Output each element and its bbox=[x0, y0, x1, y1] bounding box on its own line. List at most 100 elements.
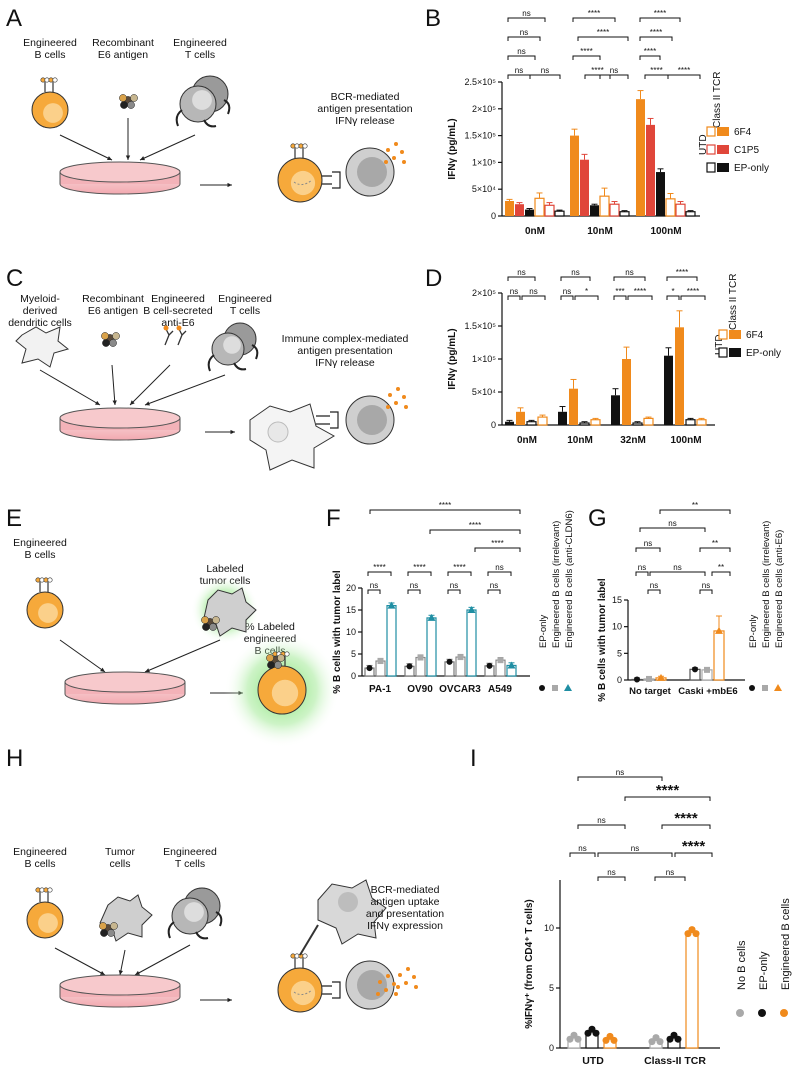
point-i bbox=[574, 1035, 582, 1043]
flow-arrow-head bbox=[227, 997, 232, 1003]
bar-d-3-2 bbox=[685, 419, 696, 426]
sig-bracket bbox=[661, 824, 711, 829]
ifng-dot bbox=[392, 156, 396, 160]
sig-bracket bbox=[572, 55, 601, 60]
sig-label: ns bbox=[638, 563, 646, 572]
x-tick-label: 32nM bbox=[620, 435, 646, 446]
point-g bbox=[646, 675, 652, 682]
flow-arrow bbox=[39, 369, 101, 406]
t-cell-bound-nucleus bbox=[357, 157, 387, 187]
antigen-blob bbox=[112, 332, 120, 340]
sig-bracket bbox=[407, 571, 432, 576]
bar-b-0-5 bbox=[554, 210, 565, 217]
sig-bracket bbox=[627, 295, 653, 300]
y-tick-label: 10 bbox=[346, 627, 356, 637]
sig-label: ns bbox=[616, 768, 624, 777]
ifng-dot bbox=[384, 160, 388, 164]
bar-b-0-1 bbox=[515, 204, 524, 216]
flow-arrow-head bbox=[112, 400, 117, 405]
flow-arrow bbox=[54, 947, 106, 976]
sig-bracket bbox=[521, 295, 546, 300]
sig-label: ns bbox=[578, 844, 586, 853]
sig-label: ns bbox=[607, 868, 615, 877]
legend-d-6f4-swatch bbox=[729, 330, 741, 339]
point-f bbox=[406, 663, 413, 670]
bcr-arm bbox=[52, 77, 58, 83]
bar-g-1-2 bbox=[713, 630, 725, 681]
bar-b-2-4 bbox=[675, 203, 686, 217]
sig-bracket bbox=[429, 529, 521, 534]
legend-title-class: Class II TCR bbox=[728, 274, 739, 331]
flow-arrow bbox=[139, 134, 196, 161]
t-cell-tcr bbox=[207, 344, 259, 372]
antigen-blob bbox=[274, 661, 282, 669]
sig-bracket bbox=[487, 571, 512, 576]
legend-i-label: No B cells bbox=[736, 940, 748, 990]
sig-label: ** bbox=[692, 501, 698, 510]
sig-bracket bbox=[569, 852, 596, 857]
legend-i-marker bbox=[758, 1009, 766, 1017]
sig-bracket bbox=[597, 852, 673, 857]
bar-b-1-0 bbox=[570, 135, 579, 216]
b-cell-nucleus bbox=[271, 679, 299, 707]
y-tick-label: 0 bbox=[617, 675, 622, 685]
sig-bracket bbox=[699, 589, 713, 594]
sig-label: ns bbox=[510, 287, 518, 296]
y-tick-label: 5 bbox=[617, 648, 622, 658]
ifng-dot bbox=[412, 975, 416, 979]
flow-arrow-head bbox=[140, 156, 145, 161]
sig-label: ns bbox=[702, 581, 710, 590]
legend-b-6f4-swatch bbox=[717, 127, 729, 136]
antigen-blob bbox=[277, 654, 285, 662]
sig-label: ns bbox=[522, 9, 530, 18]
t-cell-tcr bbox=[175, 99, 231, 128]
sig-bracket bbox=[507, 295, 521, 300]
y-tick-label: 15 bbox=[612, 595, 622, 605]
antibody-tip bbox=[163, 325, 169, 331]
y-axis-label: %IFNγ⁺ (from CD4⁺ T cells) bbox=[524, 899, 535, 1028]
sig-label: ns bbox=[495, 563, 503, 572]
bar-b-1-5 bbox=[619, 211, 630, 217]
ifng-dot bbox=[406, 967, 410, 971]
sig-label: ns bbox=[666, 868, 674, 877]
point-f bbox=[486, 662, 493, 669]
point-f bbox=[427, 613, 436, 621]
legend-i-label: Engineered B cells bbox=[780, 898, 792, 990]
bar-b-2-2 bbox=[656, 172, 665, 216]
ifng-dot bbox=[396, 387, 400, 391]
point-f bbox=[377, 658, 384, 665]
y-axis-label: % B cells with tumor label bbox=[597, 578, 608, 702]
sig-bracket bbox=[635, 571, 649, 576]
sig-bracket bbox=[699, 547, 731, 552]
ifng-dot bbox=[402, 395, 406, 399]
y-tick-label: 20 bbox=[346, 583, 356, 593]
sig-label: **** bbox=[413, 563, 425, 572]
legend-d-utd-6f4 bbox=[718, 329, 728, 340]
y-axis-label: % B cells with tumor label bbox=[332, 570, 343, 694]
legend-b-6f4-label: 6F4 bbox=[734, 127, 752, 138]
x-tick-label: 100nM bbox=[650, 226, 681, 237]
dc-nucleus bbox=[267, 421, 289, 443]
y-tick-label: 10 bbox=[612, 622, 622, 632]
x-tick-label: Caski +mbE6 bbox=[678, 686, 737, 697]
flow-arrow bbox=[59, 639, 106, 673]
antigen-blob bbox=[202, 623, 210, 631]
sig-bracket bbox=[529, 74, 561, 79]
antigen-blob bbox=[102, 339, 110, 347]
antigen-blob bbox=[130, 94, 138, 102]
tumor-cell-large bbox=[317, 879, 387, 945]
y-tick-label: 5 bbox=[549, 983, 554, 993]
legend-i-label: EP-only bbox=[758, 951, 770, 990]
x-tick-label: Class-II TCR bbox=[644, 1055, 706, 1067]
panel-letter-e: E bbox=[6, 505, 22, 532]
y-axis-label: IFNγ (pg/mL) bbox=[447, 328, 458, 389]
y-tick-label: 2.5×10⁵ bbox=[464, 77, 496, 87]
bar-f-2-2 bbox=[466, 609, 477, 677]
